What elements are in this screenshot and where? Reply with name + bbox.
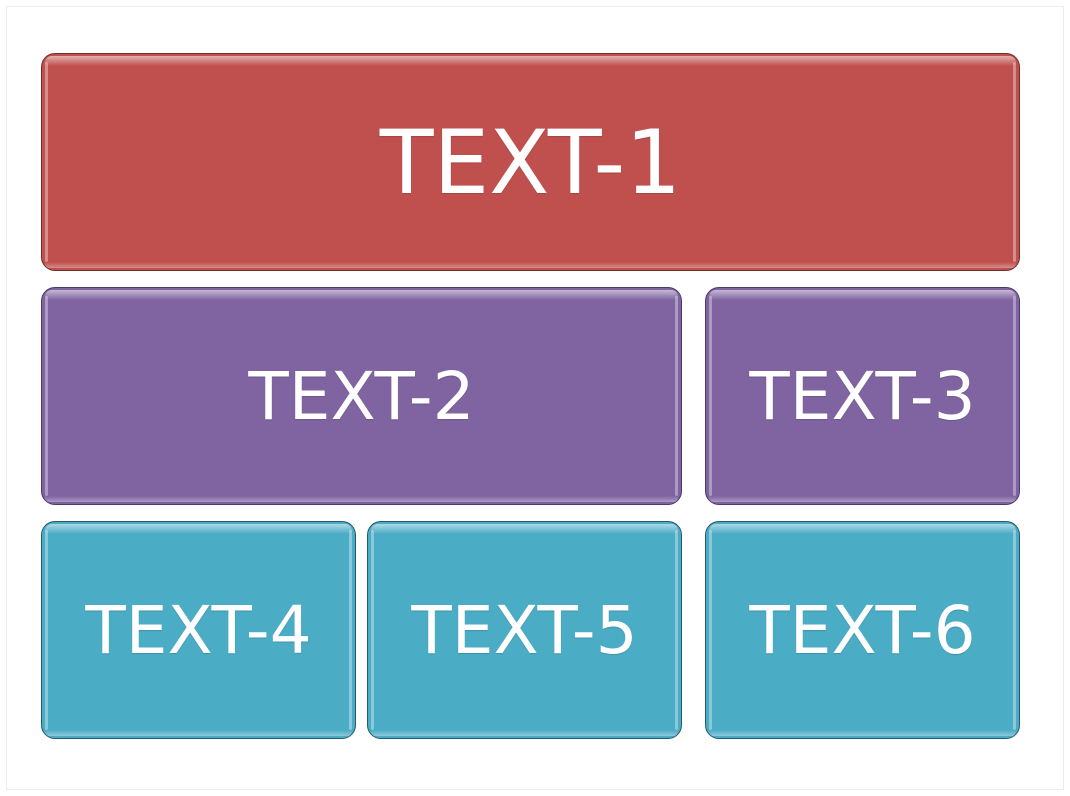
block-label: TEXT-4	[85, 591, 312, 669]
diagram-frame	[6, 6, 1064, 790]
block-label: TEXT-3	[749, 357, 976, 435]
block-highlight-right	[349, 530, 352, 730]
block-highlight-right	[675, 530, 678, 730]
block-highlight-right	[1013, 296, 1016, 496]
block-text-5: TEXT-5	[367, 521, 682, 739]
block-highlight-left	[371, 530, 374, 730]
block-text-3: TEXT-3	[705, 287, 1020, 505]
block-highlight-left	[709, 296, 712, 496]
block-label: TEXT-5	[411, 591, 638, 669]
block-highlight-left	[45, 530, 48, 730]
block-text-4: TEXT-4	[41, 521, 356, 739]
block-highlight-left	[709, 530, 712, 730]
block-highlight-left	[45, 62, 48, 262]
block-highlight-right	[675, 296, 678, 496]
block-label: TEXT-2	[248, 357, 475, 435]
block-text-2: TEXT-2	[41, 287, 682, 505]
block-label: TEXT-1	[379, 110, 682, 214]
block-text-1: TEXT-1	[41, 53, 1020, 271]
block-text-6: TEXT-6	[705, 521, 1020, 739]
block-label: TEXT-6	[749, 591, 976, 669]
block-highlight-right	[1013, 530, 1016, 730]
block-highlight-right	[1013, 62, 1016, 262]
block-highlight-left	[45, 296, 48, 496]
